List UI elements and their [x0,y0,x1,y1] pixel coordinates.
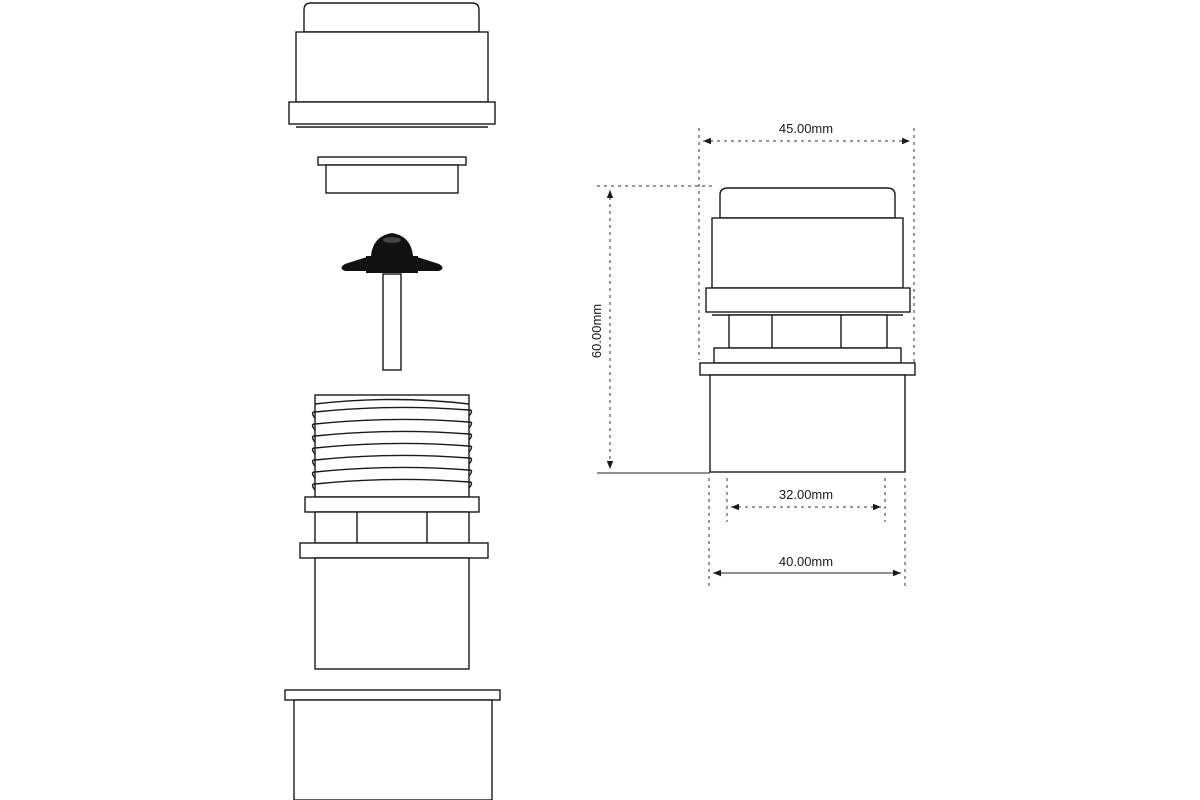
outer-width-dimension-label: 40.00mm [779,554,833,569]
dimension-lines [597,128,915,588]
top-width-dimension-label: 45.00mm [779,121,833,136]
seal-plate-part [317,156,467,194]
cap-part [288,2,496,128]
bottom-sleeve-part [284,689,501,800]
threaded-body-part [299,394,489,670]
assembled-view [699,187,916,473]
height-dimension-label: 60.00mm [589,304,604,358]
exploded-view [284,2,501,800]
valve-diaphragm-part [341,233,443,371]
inner-width-dimension-label: 32.00mm [779,487,833,502]
